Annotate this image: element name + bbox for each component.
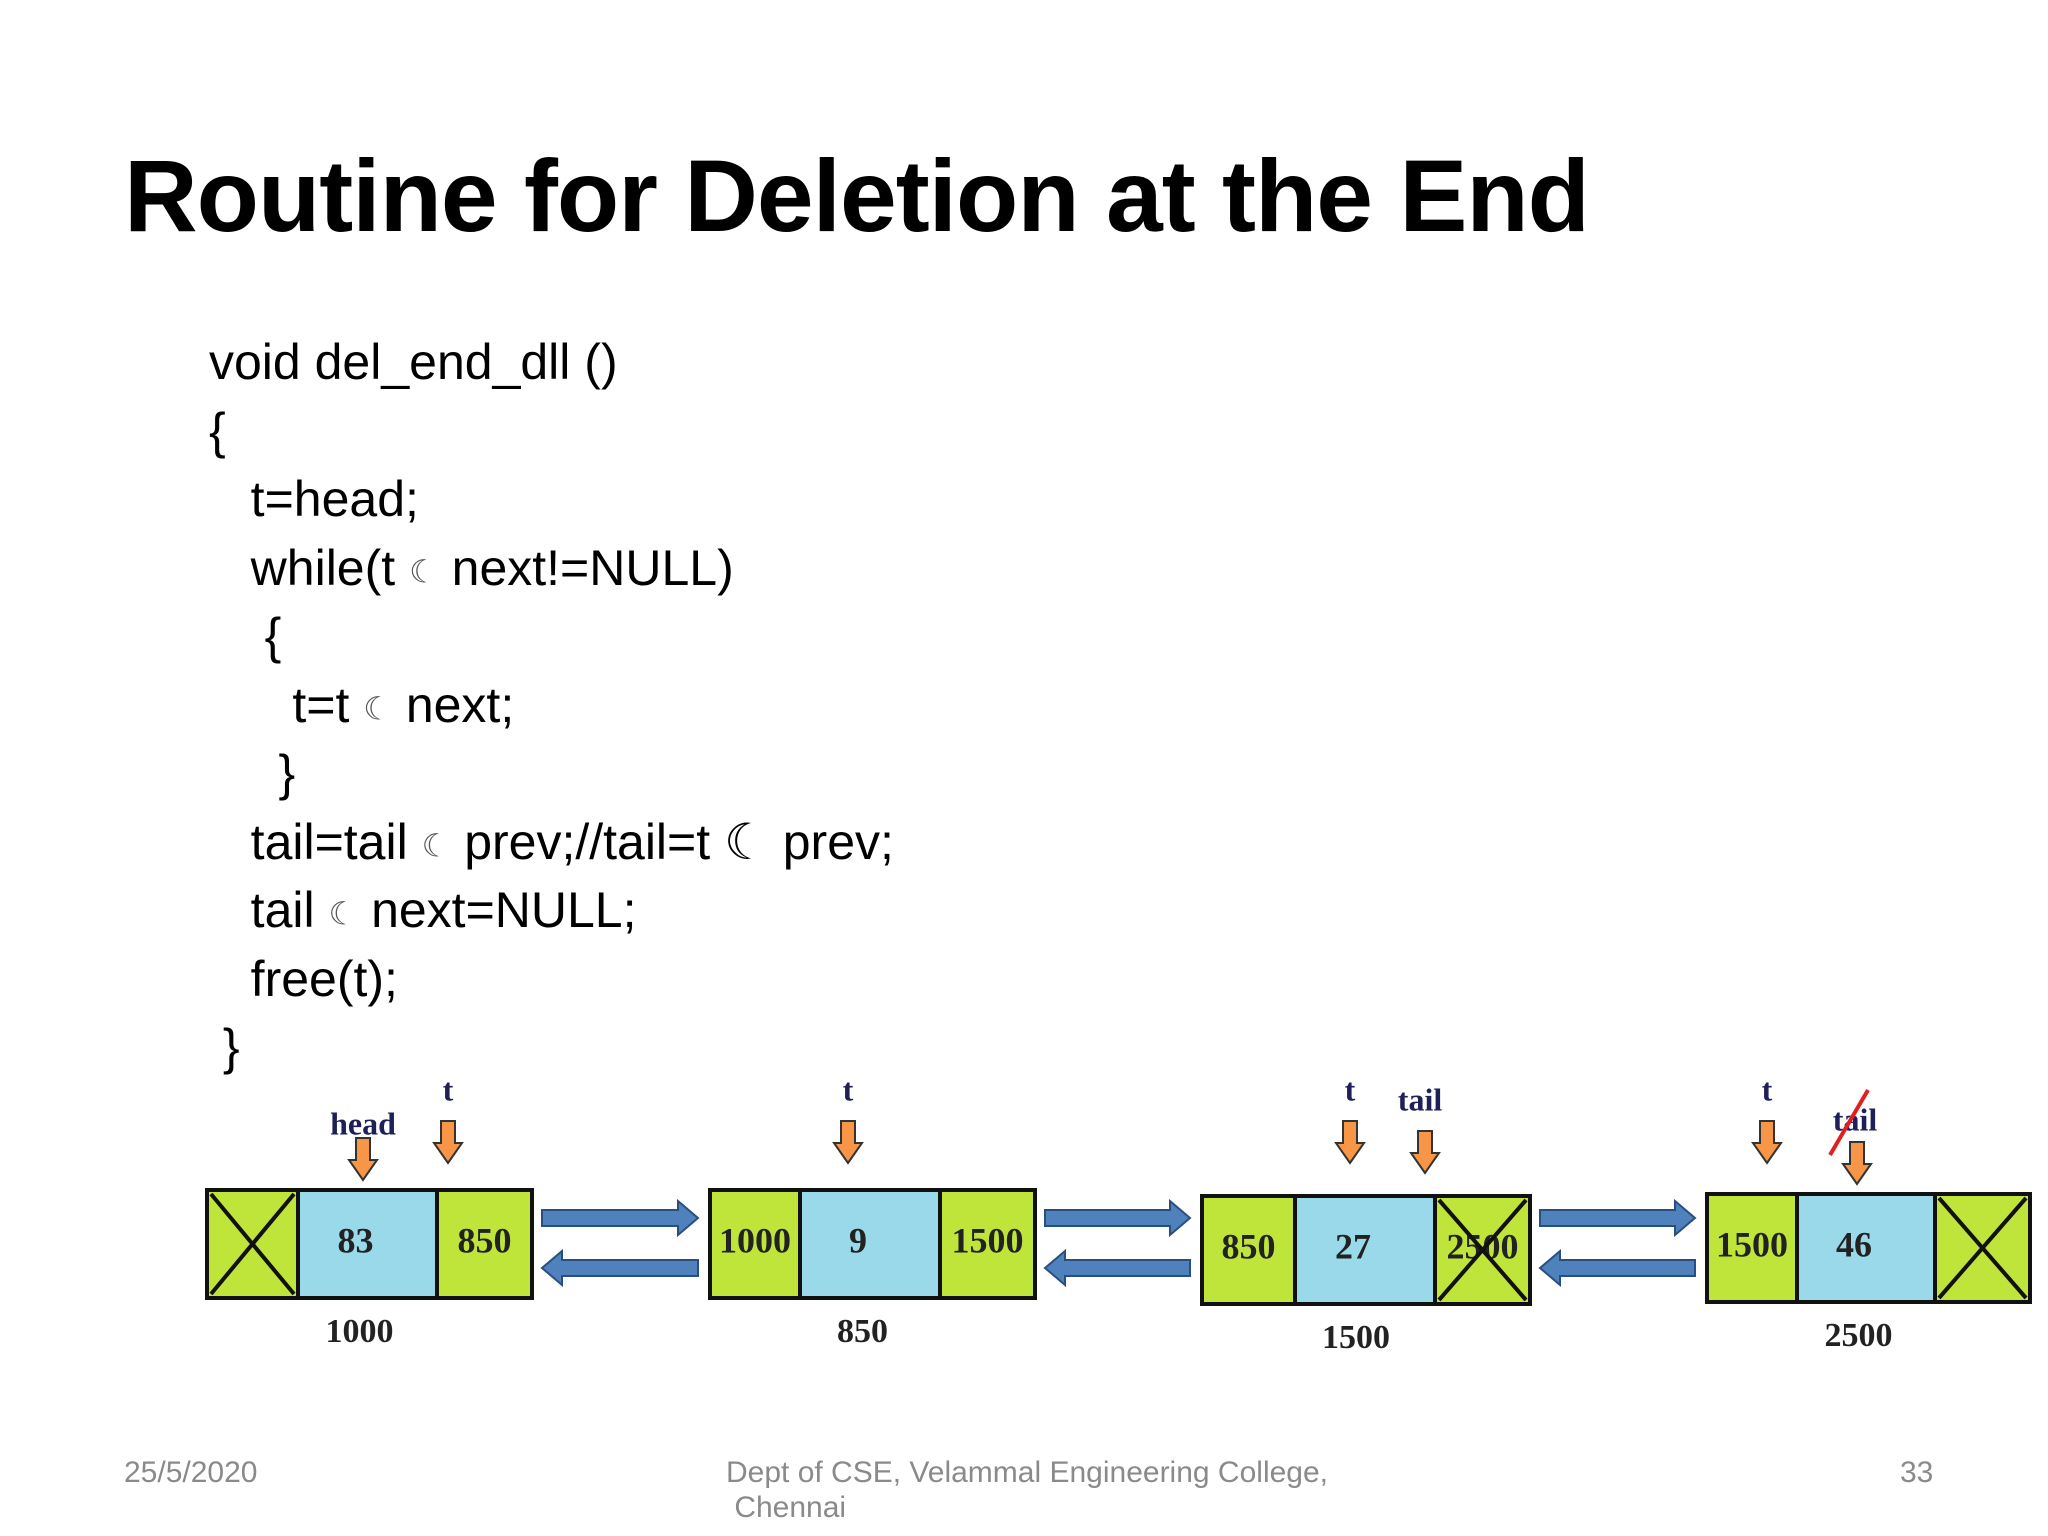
code-text: t=t: [209, 676, 364, 733]
code-line: t=t ☾ next;: [209, 671, 894, 740]
code-text: while(t: [209, 539, 410, 596]
pointer-down-arrow-icon: [832, 1120, 864, 1165]
node-address-label: 1000: [326, 1313, 394, 1350]
tail-strike-icon: [1828, 1088, 1870, 1157]
deleted-link-cross-icon: [1437, 1198, 1528, 1302]
prev-link-arrow-icon: [540, 1248, 699, 1288]
code-text: next!=NULL): [437, 539, 734, 596]
footer-dept-line1: Dept of CSE, Velammal Engineering Colleg…: [726, 1456, 1328, 1489]
code-line: tail ☾ next=NULL;: [209, 876, 894, 945]
code-line: while(t ☾ next!=NULL): [209, 534, 894, 603]
code-line: }: [209, 1013, 894, 1082]
node-next-value: 1500: [952, 1220, 1024, 1260]
code-line: }: [209, 739, 894, 808]
node-next-cell: [435, 1188, 534, 1300]
pointer-down-arrow-icon: [1751, 1120, 1783, 1165]
pointer-arrow-glyph: ☾: [328, 895, 358, 932]
node-address-label: 850: [837, 1313, 888, 1350]
node-data-cell: [1795, 1192, 1937, 1304]
code-line: t=head;: [209, 465, 894, 534]
pointer-label-t: t: [1762, 1071, 1773, 1107]
code-text: {: [209, 402, 226, 459]
next-link-arrow-icon: [1539, 1198, 1697, 1238]
code-text: t=head;: [209, 471, 419, 527]
pointer-arrow-glyph: ☾: [421, 827, 451, 864]
pointer-label-head: head: [330, 1105, 396, 1141]
code-text: tail: [209, 882, 329, 938]
footer-date: 25/5/2020: [124, 1456, 258, 1489]
node-data-cell: [798, 1188, 942, 1300]
node-data-value: 83: [338, 1220, 374, 1260]
code-text: {: [209, 608, 282, 664]
code-text: next=NULL;: [357, 882, 637, 938]
pointer-label-t: t: [443, 1071, 454, 1107]
footer-page-number: 33: [1900, 1456, 1934, 1489]
pointer-label-t: t: [843, 1071, 854, 1107]
code-text: }: [209, 1019, 240, 1075]
prev-link-arrow-icon: [1043, 1248, 1191, 1288]
pointer-down-arrow-icon: [347, 1137, 379, 1182]
code-line: {: [209, 397, 894, 466]
code-line: free(t);: [209, 945, 894, 1014]
code-text: tail=tail: [209, 813, 422, 870]
node-address-label: 1500: [1322, 1319, 1390, 1356]
node-data-value: 46: [1836, 1224, 1872, 1264]
slide-title: Routine for Deletion at the End: [124, 139, 1590, 253]
footer-department: Dept of CSE, Velammal Engineering Colleg…: [726, 1456, 1426, 1525]
node-next-value: 850: [458, 1220, 512, 1260]
code-line: void del_end_dll (): [209, 328, 894, 397]
pointer-arrow-glyph: ☾: [363, 690, 392, 727]
next-link-arrow-icon: [541, 1198, 700, 1238]
node-next-cell: [938, 1188, 1037, 1300]
code-text: free(t);: [209, 950, 398, 1007]
pointer-down-arrow-icon: [1334, 1120, 1366, 1165]
pointer-label-t: t: [1345, 1071, 1356, 1107]
code-text: void del_end_dll (): [209, 334, 618, 390]
code-block: void del_end_dll () { t=head; while(t ☾ …: [209, 328, 894, 1082]
pointer-arrow-glyph: ☾: [409, 553, 438, 590]
node-prev-value: 1000: [719, 1220, 791, 1260]
node-address-label: 2500: [1825, 1317, 1893, 1354]
node-next-value: 2500: [1447, 1226, 1519, 1266]
prev-link-arrow-icon: [1538, 1248, 1696, 1288]
node-prev-cell: [1200, 1194, 1297, 1306]
node-prev-cell: [708, 1188, 802, 1300]
code-text: prev;//tail=t ☾ prev;: [450, 813, 894, 870]
node-data-value: 9: [849, 1220, 867, 1260]
null-cross-icon: [1937, 1196, 2028, 1300]
node-data-value: 27: [1335, 1226, 1371, 1266]
pointer-down-arrow-icon: [432, 1120, 464, 1165]
code-text: }: [209, 745, 296, 801]
code-line: tail=tail ☾ prev;//tail=t ☾ prev;: [209, 808, 894, 877]
next-link-arrow-icon: [1044, 1198, 1192, 1238]
pointer-label-tail: tail: [1833, 1101, 1878, 1137]
node-prev-value: 1500: [1716, 1224, 1788, 1264]
pointer-down-arrow-icon: [1841, 1141, 1873, 1186]
node-prev-value: 850: [1222, 1226, 1276, 1266]
footer-dept-line2: Chennai: [726, 1490, 847, 1524]
null-cross-icon: [209, 1192, 296, 1296]
pointer-label-tail: tail: [1398, 1081, 1443, 1117]
pointer-down-arrow-icon: [1409, 1130, 1441, 1175]
code-line: {: [209, 602, 894, 671]
code-text: next;: [391, 676, 515, 733]
